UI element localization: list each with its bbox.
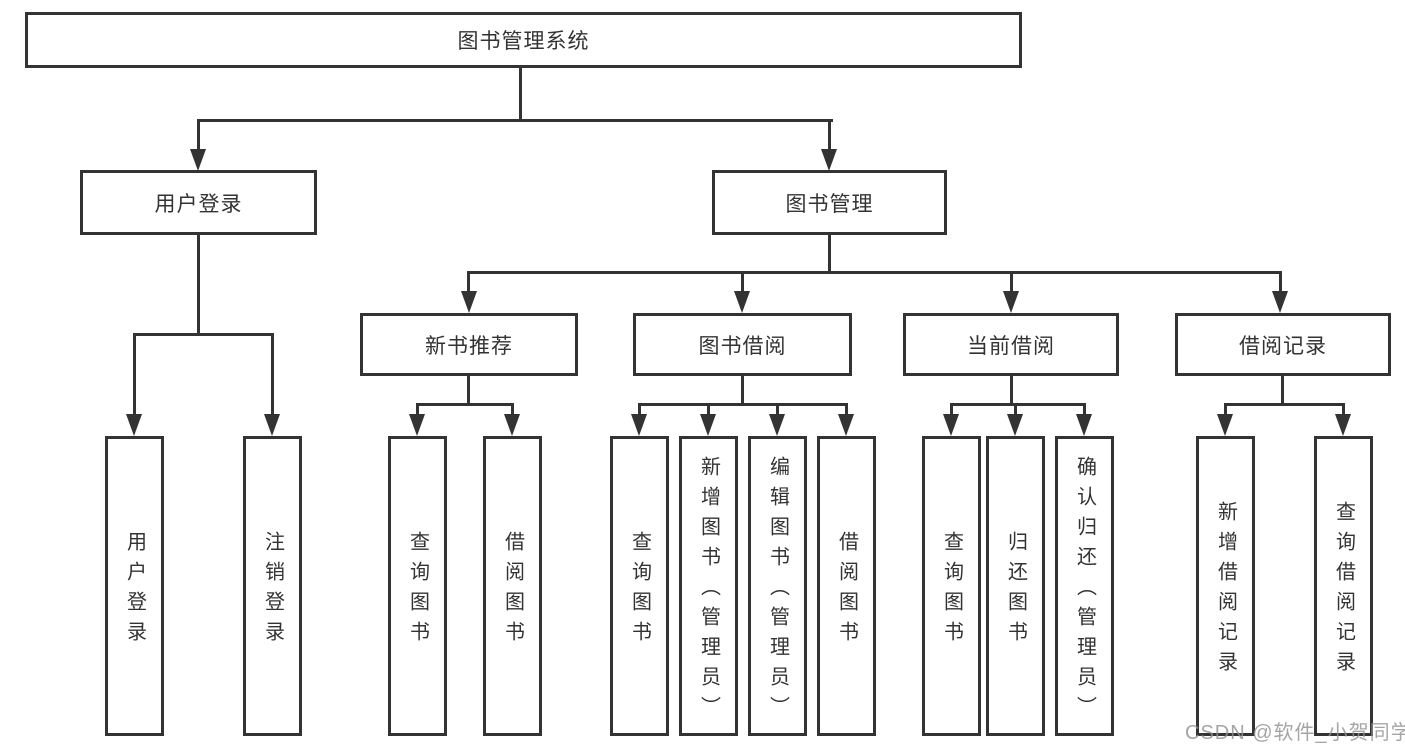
connector-stub bbox=[416, 403, 419, 415]
leaf-query-book-current-label: 查询图书 bbox=[940, 531, 963, 651]
connector-root-vertical bbox=[519, 68, 522, 121]
leaf-borrow-book-new-label: 借阅图书 bbox=[501, 531, 524, 651]
node-current-borrow: 当前借阅 bbox=[903, 313, 1119, 376]
leaf-query-borrow-record-label: 查询借阅记录 bbox=[1332, 501, 1355, 681]
arrow-down-icon bbox=[700, 414, 716, 436]
connector-stub-user-login bbox=[197, 119, 200, 151]
arrow-down-icon bbox=[838, 414, 854, 436]
connector-stub-borrow-record bbox=[1279, 271, 1282, 291]
arrow-down-icon bbox=[1003, 291, 1019, 313]
arrow-down-icon bbox=[943, 414, 959, 436]
connector-current-borrow-vertical bbox=[1010, 376, 1013, 405]
leaf-return-book: 归还图书 bbox=[986, 436, 1045, 736]
connector-user-login-horizontal bbox=[133, 333, 274, 336]
connector-new-book-vertical bbox=[467, 376, 470, 405]
arrow-down-icon bbox=[1076, 414, 1092, 436]
arrow-down-icon bbox=[1217, 414, 1233, 436]
arrow-down-icon bbox=[1272, 291, 1288, 313]
connector-stub bbox=[1014, 403, 1017, 415]
leaf-edit-book-admin-label: 编辑图书（管理员） bbox=[766, 456, 789, 726]
leaf-return-book-label: 归还图书 bbox=[1004, 531, 1027, 651]
leaf-query-borrow-record: 查询借阅记录 bbox=[1314, 436, 1373, 736]
leaf-confirm-return-admin-label: 确认归还（管理员） bbox=[1073, 456, 1096, 726]
leaf-user-login: 用户登录 bbox=[105, 436, 164, 736]
connector-current-borrow-horizontal bbox=[950, 403, 1086, 406]
leaf-query-book-borrow: 查询图书 bbox=[610, 436, 669, 736]
connector-stub bbox=[950, 403, 953, 415]
connector-stub bbox=[1224, 403, 1227, 415]
arrow-down-icon bbox=[264, 414, 280, 436]
node-root: 图书管理系统 bbox=[25, 12, 1022, 68]
leaf-add-book-admin-label: 新增图书（管理员） bbox=[697, 456, 720, 726]
connector-stub-book-borrow bbox=[741, 271, 744, 291]
arrow-down-icon bbox=[769, 414, 785, 436]
connector-book-management-vertical bbox=[828, 235, 831, 273]
leaf-logout: 注销登录 bbox=[243, 436, 302, 736]
connector-stub bbox=[707, 403, 710, 415]
node-book-borrow: 图书借阅 bbox=[633, 313, 852, 376]
connector-stub bbox=[511, 403, 514, 415]
node-new-book-recommend-label: 新书推荐 bbox=[425, 334, 513, 358]
node-book-management-label: 图书管理 bbox=[785, 192, 874, 216]
connector-stub bbox=[845, 403, 848, 415]
leaf-borrow-book-new: 借阅图书 bbox=[483, 436, 542, 736]
connector-stub-book-management bbox=[828, 119, 831, 151]
connector-stub-new-book bbox=[467, 271, 470, 291]
arrow-down-icon bbox=[409, 414, 425, 436]
node-current-borrow-label: 当前借阅 bbox=[967, 334, 1055, 358]
leaf-borrow-book: 借阅图书 bbox=[817, 436, 876, 736]
node-new-book-recommend: 新书推荐 bbox=[360, 313, 578, 376]
connector-stub-leaf-login bbox=[133, 333, 136, 415]
arrow-down-icon bbox=[631, 414, 647, 436]
connector-new-book-horizontal bbox=[416, 403, 514, 406]
arrow-down-icon bbox=[504, 414, 520, 436]
leaf-query-book-new-label: 查询图书 bbox=[406, 531, 429, 651]
connector-borrow-record-vertical bbox=[1281, 376, 1284, 405]
connector-stub-leaf-logout bbox=[271, 333, 274, 415]
node-book-management: 图书管理 bbox=[712, 170, 947, 235]
connector-borrow-record-horizontal bbox=[1224, 403, 1345, 406]
leaf-confirm-return-admin: 确认归还（管理员） bbox=[1055, 436, 1114, 736]
leaf-user-login-label: 用户登录 bbox=[123, 531, 146, 651]
connector-stub bbox=[1342, 403, 1345, 415]
arrow-down-icon bbox=[734, 291, 750, 313]
leaf-query-book-borrow-label: 查询图书 bbox=[628, 531, 651, 651]
arrow-down-icon bbox=[1335, 414, 1351, 436]
connector-book-borrow-vertical bbox=[741, 376, 744, 405]
connector-level2-horizontal bbox=[197, 119, 833, 122]
leaf-add-book-admin: 新增图书（管理员） bbox=[679, 436, 738, 736]
connector-stub-current-borrow bbox=[1010, 271, 1013, 291]
node-user-login-label: 用户登录 bbox=[154, 192, 243, 216]
leaf-borrow-book-label: 借阅图书 bbox=[835, 531, 858, 651]
node-user-login: 用户登录 bbox=[80, 170, 317, 235]
leaf-query-book-new: 查询图书 bbox=[388, 436, 447, 736]
leaf-logout-label: 注销登录 bbox=[261, 531, 284, 651]
connector-user-login-vertical bbox=[197, 235, 200, 335]
node-borrow-record: 借阅记录 bbox=[1175, 313, 1391, 376]
leaf-query-book-current: 查询图书 bbox=[922, 436, 981, 736]
leaf-edit-book-admin: 编辑图书（管理员） bbox=[748, 436, 807, 736]
csdn-watermark: CSDN @软件_小贺同学 bbox=[1185, 722, 1405, 744]
connector-stub bbox=[1083, 403, 1086, 415]
connector-book-borrow-horizontal bbox=[638, 403, 848, 406]
arrow-down-icon bbox=[821, 149, 837, 171]
leaf-add-borrow-record: 新增借阅记录 bbox=[1196, 436, 1255, 736]
node-book-borrow-label: 图书借阅 bbox=[698, 334, 787, 358]
node-root-label: 图书管理系统 bbox=[457, 30, 590, 53]
arrow-down-icon bbox=[1007, 414, 1023, 436]
connector-level3-horizontal bbox=[467, 271, 1282, 274]
arrow-down-icon bbox=[190, 149, 206, 171]
leaf-add-borrow-record-label: 新增借阅记录 bbox=[1214, 501, 1237, 681]
connector-stub bbox=[638, 403, 641, 415]
arrow-down-icon bbox=[461, 291, 477, 313]
arrow-down-icon bbox=[126, 414, 142, 436]
node-borrow-record-label: 借阅记录 bbox=[1239, 334, 1327, 358]
connector-stub bbox=[776, 403, 779, 415]
